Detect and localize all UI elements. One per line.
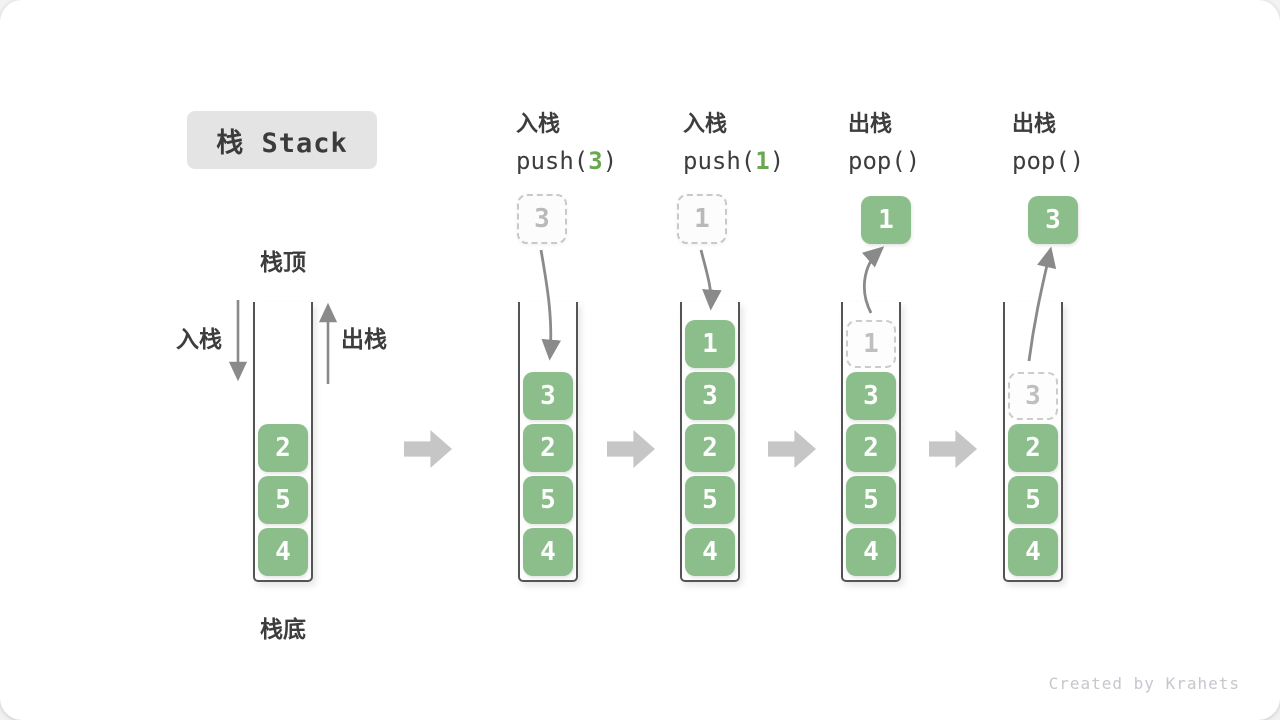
page-title: 栈 Stack xyxy=(216,127,348,159)
pop-side-label: 出栈 xyxy=(341,327,387,353)
stack-cell: 5 xyxy=(258,476,308,524)
stack-cell: 2 xyxy=(258,424,308,472)
stack-cell: 3 xyxy=(685,372,735,420)
stack-cell: 5 xyxy=(846,476,896,524)
op-code: pop() xyxy=(848,147,921,175)
stack-cell: 4 xyxy=(523,528,573,576)
title-badge: 栈 Stack xyxy=(187,111,377,169)
stack-container-4 xyxy=(841,302,901,582)
stack-cell: 4 xyxy=(258,528,308,576)
stack-cell: 5 xyxy=(685,476,735,524)
op-name: 入栈 xyxy=(683,112,728,137)
op-label-pop-1: 出栈 pop() xyxy=(848,106,920,175)
stack-cell: 2 xyxy=(846,424,896,472)
stack-cell: 2 xyxy=(685,424,735,472)
popped-value-box: 3 xyxy=(1028,196,1078,244)
stack-top-label: 栈顶 xyxy=(260,250,306,276)
stack-cell: 1 xyxy=(685,320,735,368)
op-name: 出栈 xyxy=(1012,112,1057,137)
op-name: 入栈 xyxy=(516,112,561,137)
push-value-box: 1 xyxy=(677,194,727,244)
push-side-label: 入栈 xyxy=(176,327,222,353)
transition-arrow-icon xyxy=(768,430,816,468)
op-arg: 1 xyxy=(755,147,770,175)
stack-container-5 xyxy=(1003,302,1063,582)
op-label-pop-3: 出栈 pop() xyxy=(1012,106,1084,175)
ghost-cell: 3 xyxy=(1008,372,1058,420)
stack-cell: 5 xyxy=(523,476,573,524)
stack-cell: 5 xyxy=(1008,476,1058,524)
stack-container-3 xyxy=(680,302,740,582)
stack-cell: 4 xyxy=(685,528,735,576)
push-value-box: 3 xyxy=(517,194,567,244)
op-code: pop() xyxy=(1012,147,1085,175)
op-name: 出栈 xyxy=(848,112,893,137)
op-code: push(1) xyxy=(683,147,785,175)
ghost-cell: 1 xyxy=(846,320,896,368)
stack-cell: 3 xyxy=(523,372,573,420)
stack-cell: 4 xyxy=(846,528,896,576)
stack-cell: 3 xyxy=(846,372,896,420)
op-label-push-1: 入栈 push(1) xyxy=(683,106,784,175)
op-label-push-3: 入栈 push(3) xyxy=(516,106,617,175)
push-motion-arrow-icon xyxy=(699,249,722,311)
transition-arrow-icon xyxy=(929,430,977,468)
stack-container-1 xyxy=(253,302,313,582)
op-code: push(3) xyxy=(516,147,618,175)
stack-cell: 2 xyxy=(523,424,573,472)
stack-container-2 xyxy=(518,302,578,582)
popped-value-box: 1 xyxy=(861,196,911,244)
stack-cell: 4 xyxy=(1008,528,1058,576)
stack-cell: 2 xyxy=(1008,424,1058,472)
watermark: Created by Krahets xyxy=(1048,674,1240,693)
transition-arrow-icon xyxy=(607,430,655,468)
transition-arrow-icon xyxy=(404,430,452,468)
op-arg: 3 xyxy=(588,147,603,175)
stack-bottom-label: 栈底 xyxy=(260,617,306,643)
